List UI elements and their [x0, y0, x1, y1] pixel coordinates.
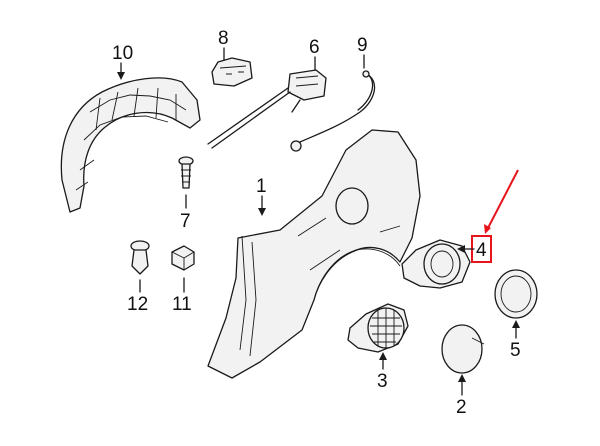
- part-1-callout: 1: [256, 176, 267, 216]
- part-4-number: 4: [476, 240, 487, 261]
- part-7-callout: 7: [180, 194, 191, 232]
- part-6-number: 6: [309, 37, 320, 58]
- part-8-number: 8: [218, 28, 229, 49]
- part-12-callout: 12: [127, 279, 148, 315]
- part-5-callout: 5: [510, 320, 521, 361]
- part-8-callout: 8: [218, 28, 229, 61]
- part-11-callout: 11: [172, 277, 192, 315]
- part-9-number: 9: [357, 35, 368, 56]
- release-cable[interactable]: [290, 70, 376, 152]
- part-3-number: 3: [377, 371, 388, 392]
- clip[interactable]: [130, 240, 150, 275]
- fuel-door[interactable]: [441, 324, 485, 374]
- part-3-callout: 3: [377, 352, 388, 392]
- part-4-highlight-arrowhead: [484, 224, 491, 234]
- part-5-number: 5: [510, 340, 521, 361]
- screw[interactable]: [178, 156, 194, 189]
- gasket-ring[interactable]: [494, 269, 538, 319]
- bracket[interactable]: [211, 57, 253, 87]
- part-2-number: 2: [456, 397, 467, 418]
- part-11-number: 11: [172, 294, 192, 315]
- fuel-door-actuator[interactable]: [207, 69, 327, 149]
- part-1-number: 1: [256, 176, 267, 197]
- nut[interactable]: [171, 245, 195, 271]
- part-4-highlight-arrow: [487, 169, 519, 229]
- quarter-panel[interactable]: [207, 129, 421, 379]
- part-2-callout: 2: [456, 374, 467, 418]
- part-12-number: 12: [127, 294, 148, 315]
- wheel-housing-liner[interactable]: [60, 77, 201, 213]
- part-9-callout: 9: [357, 35, 368, 69]
- part-7-number: 7: [180, 211, 191, 232]
- fuel-filler-housing[interactable]: [401, 239, 471, 289]
- part-6-callout: 6: [309, 37, 320, 71]
- part-4-callout: 4: [457, 169, 519, 263]
- part-10-callout: 10: [112, 43, 133, 80]
- part-10-number: 10: [112, 43, 133, 64]
- vent-grille[interactable]: [347, 303, 409, 353]
